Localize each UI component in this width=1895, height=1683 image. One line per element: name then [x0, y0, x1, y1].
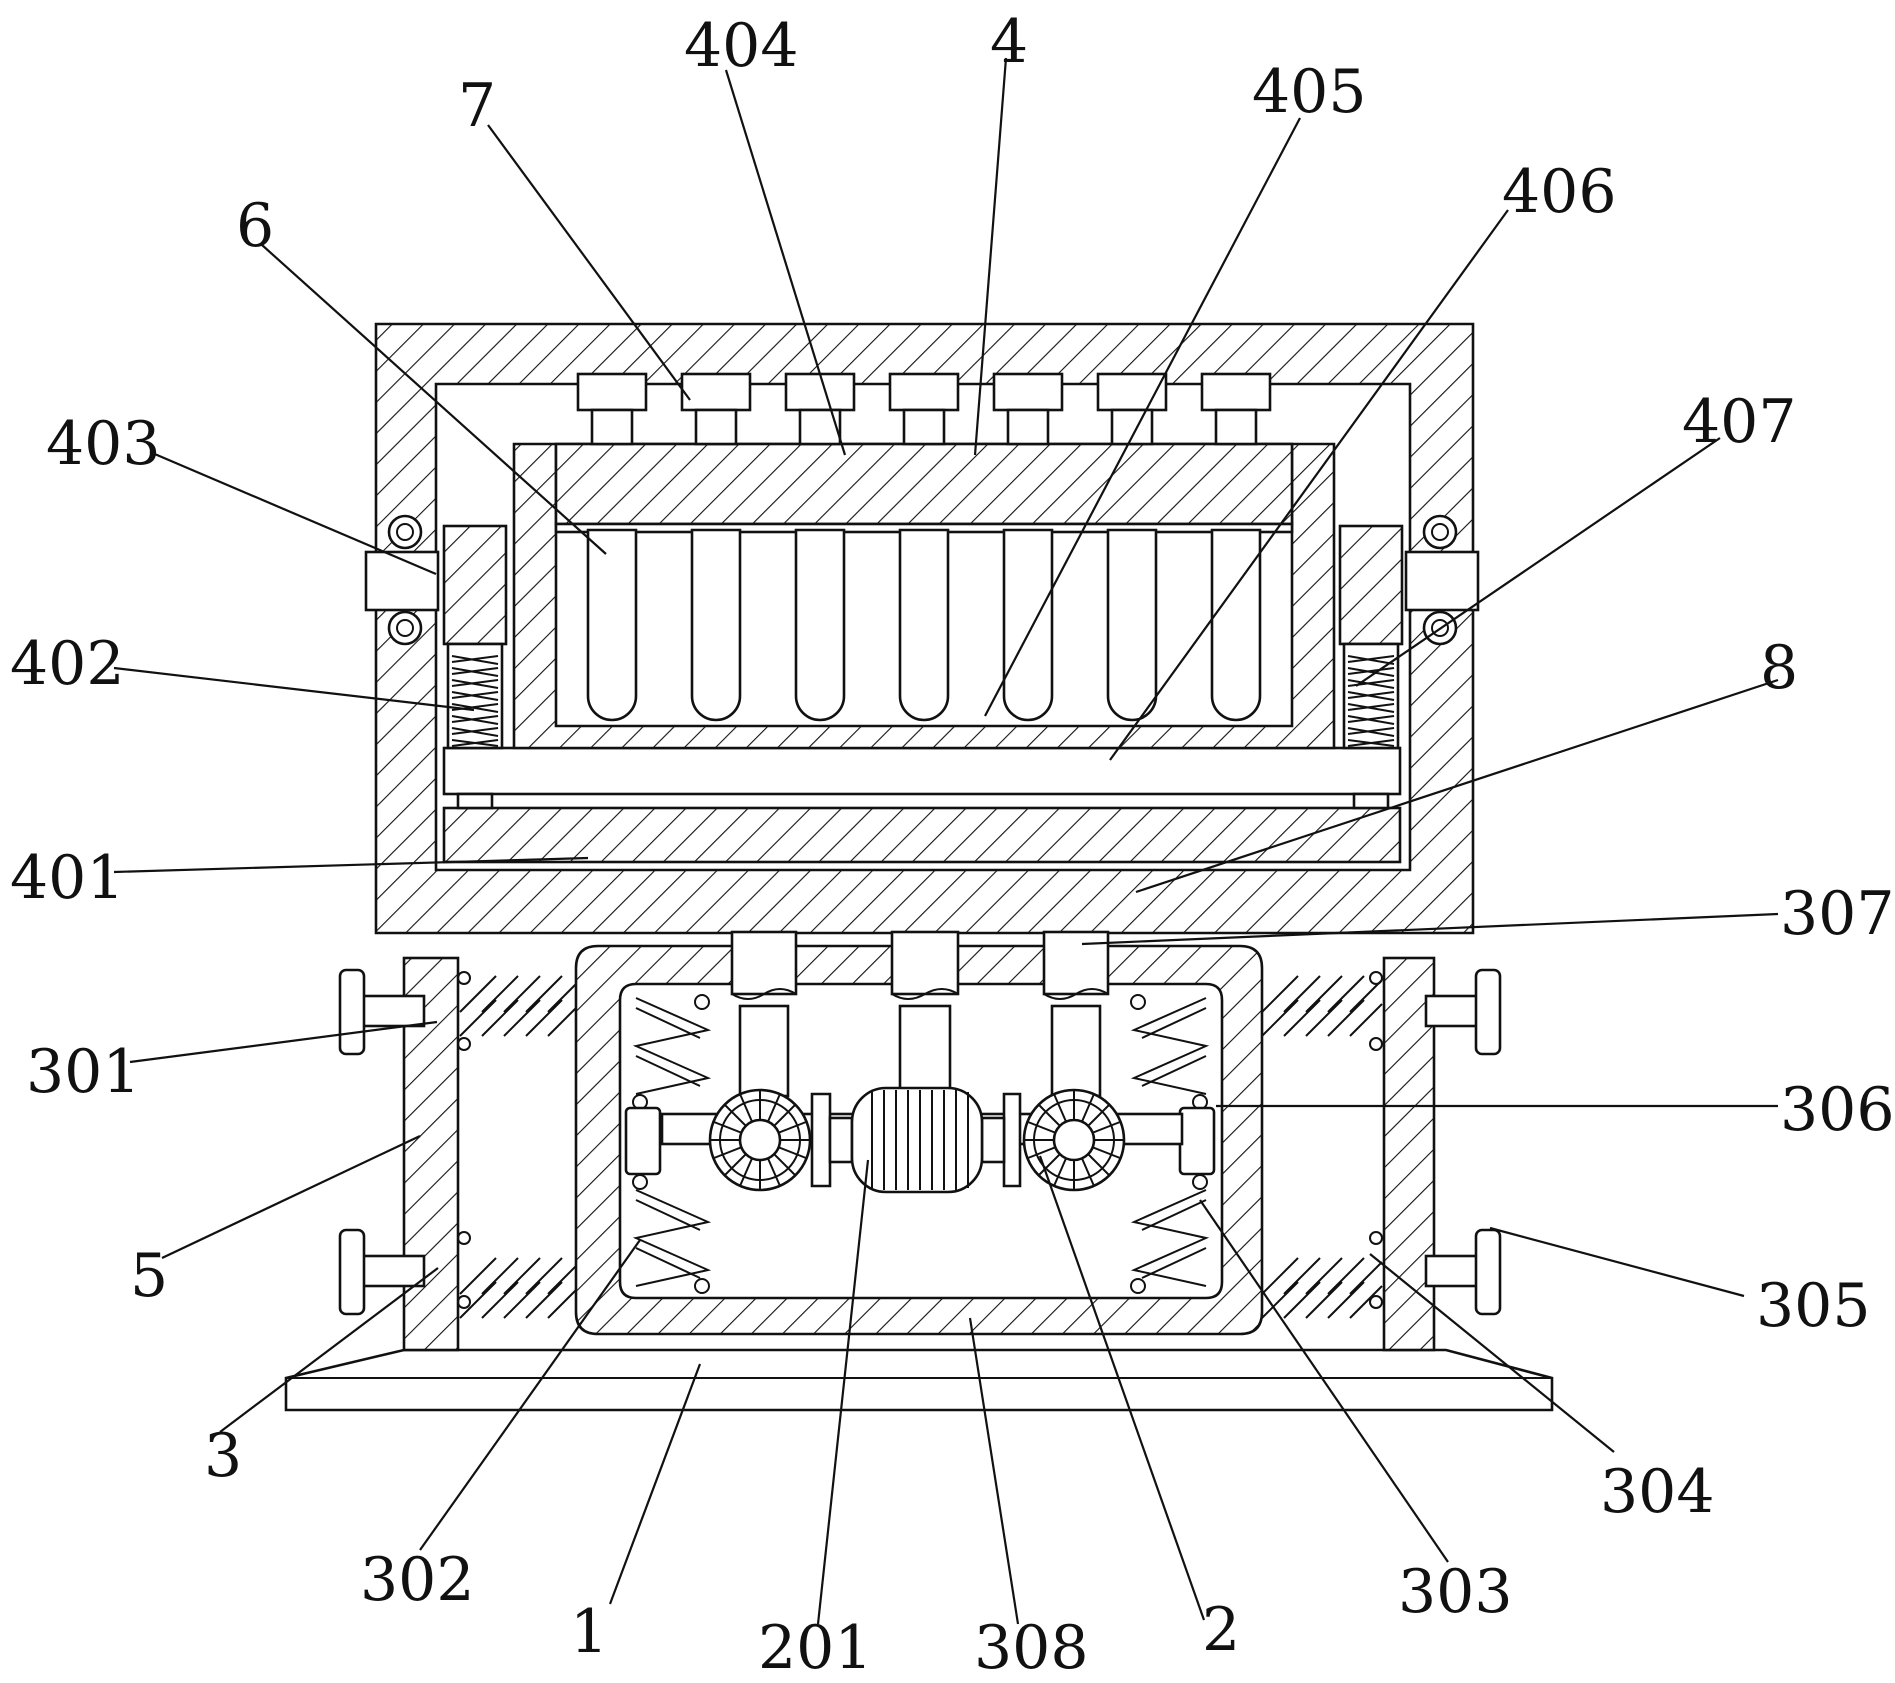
slider-right: [1404, 514, 1480, 646]
label-8: 8: [1760, 633, 1798, 703]
label-201: 201: [758, 1613, 873, 1683]
side-pillar-left: [442, 524, 508, 646]
upper-housing: [374, 322, 1475, 935]
side-pillar-right: [1338, 524, 1404, 646]
spring-402-left: [446, 642, 504, 750]
label-403: 403: [46, 409, 161, 479]
label-405: 405: [1252, 57, 1367, 127]
label-5: 5: [130, 1241, 168, 1311]
bevel-right: [1002, 1092, 1022, 1188]
test-tubes-6: [586, 528, 1262, 722]
label-3: 3: [204, 1421, 242, 1491]
label-304: 304: [1600, 1457, 1715, 1527]
label-7: 7: [458, 71, 496, 141]
lower-box-308: [574, 944, 1264, 1336]
caps-7: [576, 372, 1272, 446]
label-404: 404: [684, 11, 799, 81]
labels: 404 4 405 7 406 6 407 403 402 8 401 307 …: [10, 7, 1895, 1683]
label-2: 2: [1202, 1595, 1240, 1665]
label-305: 305: [1756, 1271, 1871, 1341]
label-407: 407: [1682, 387, 1797, 457]
label-402: 402: [10, 629, 125, 699]
base-plate-1: [284, 1348, 1554, 1412]
rods-301: [338, 968, 1502, 1316]
inner-springs: [632, 997, 1210, 1287]
spring-407-right: [1342, 642, 1400, 750]
bevel-left: [810, 1092, 832, 1188]
motor-201: [828, 1086, 1006, 1194]
label-401: 401: [10, 843, 125, 913]
label-302: 302: [360, 1545, 475, 1615]
label-306: 306: [1780, 1075, 1895, 1145]
gear-left: [708, 1088, 812, 1192]
guide-block-306: [1178, 1106, 1216, 1176]
pins: [632, 994, 1208, 1294]
label-307: 307: [1780, 879, 1895, 949]
gear-2: [1022, 1088, 1126, 1192]
outer-springs-304: [459, 975, 1383, 1319]
support-plate-406: [442, 746, 1402, 796]
slider-403-left: [364, 514, 440, 646]
plate-feet: [456, 792, 1390, 810]
label-301: 301: [26, 1037, 141, 1107]
lid-404: [554, 442, 1294, 526]
guide-block-left: [624, 1106, 662, 1176]
label-1: 1: [570, 1597, 608, 1667]
cross-bar-8: [442, 806, 1402, 864]
label-303: 303: [1398, 1557, 1513, 1627]
label-406: 406: [1502, 157, 1617, 227]
label-308: 308: [974, 1613, 1089, 1683]
label-6: 6: [236, 191, 274, 261]
upright-pins: [457, 971, 1383, 1309]
pillars-307: [730, 930, 1110, 1108]
label-4: 4: [990, 7, 1028, 77]
leader-lines: [113, 57, 1779, 1625]
